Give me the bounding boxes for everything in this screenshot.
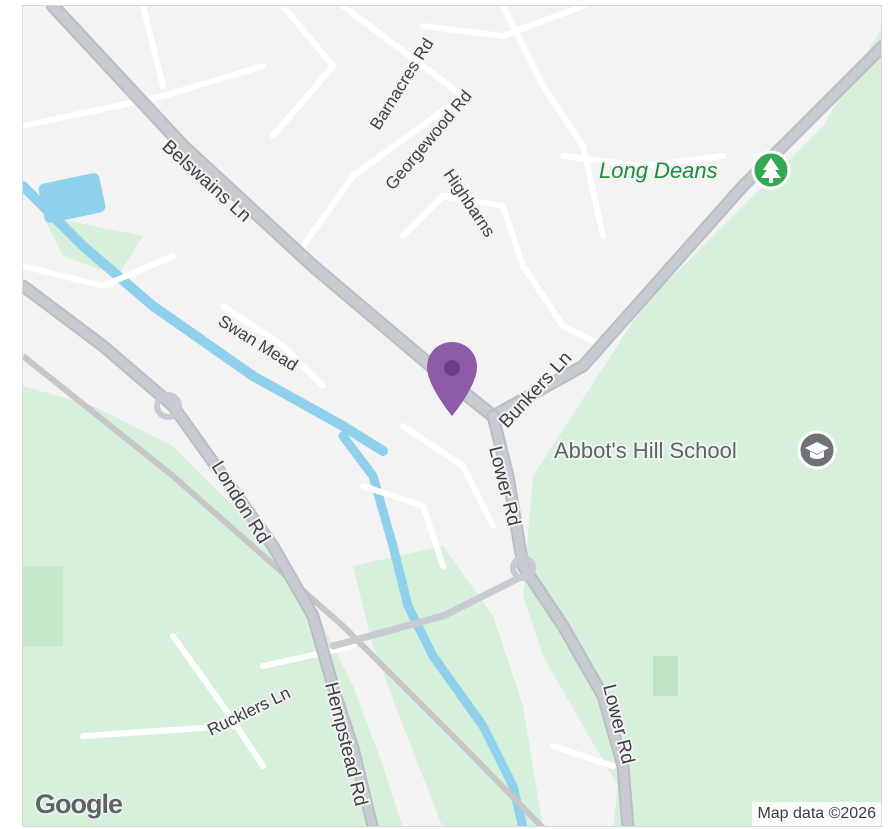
park-field [23,566,63,646]
google-logo[interactable]: Google [35,789,123,819]
roundabout [154,392,182,420]
lake [38,173,106,223]
poi-abbots-hill-school[interactable]: Abbot's Hill School [552,430,837,470]
map-attribution[interactable]: Map data ©2026 [752,802,881,826]
minor-roads [23,6,726,769]
park-building [653,656,678,696]
graduation-cap-icon [797,430,837,470]
roundabout [510,555,536,581]
map-canvas[interactable]: Barnacres Rd Georgewood Rd Highbarns Bel… [23,6,882,827]
poi-label-long-deans: Long Deans [599,158,718,183]
tree-icon [751,150,791,190]
park-areas [23,29,881,826]
poi-long-deans[interactable]: Long Deans [597,150,791,190]
rail-line [23,353,546,826]
map-pin-icon[interactable] [427,342,477,416]
poi-label-abbots-hill: Abbot's Hill School [554,438,737,463]
map-view[interactable]: Barnacres Rd Georgewood Rd Highbarns Bel… [22,5,882,827]
